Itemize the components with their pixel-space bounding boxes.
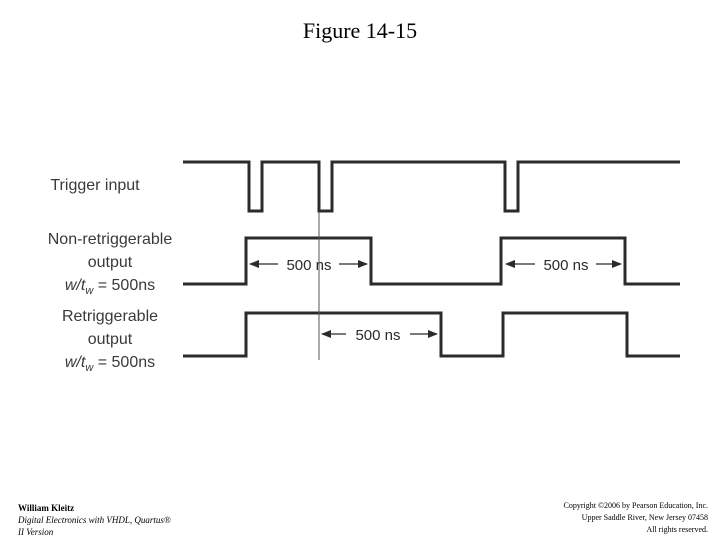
width-spec-subscript: w <box>85 362 94 375</box>
copyright-line2: Upper Saddle River, New Jersey 07458 <box>581 513 708 522</box>
nonretriggerable-line2: output <box>87 254 133 271</box>
nonretriggerable-label: Non-retriggerable output w/tw = 500ns <box>30 228 190 303</box>
figure-title: Figure 14-15 <box>302 18 418 43</box>
nonretriggerable-output-waveform <box>183 236 680 286</box>
book-title-line2: II Version <box>18 527 54 537</box>
retriggerable-output-waveform <box>183 311 680 358</box>
retriggerable-width-label: 500 ns <box>355 327 400 344</box>
retriggerable-label: Retriggerable output w/tw = 500ns <box>30 305 190 380</box>
width-spec-prefix: w/t <box>64 354 86 371</box>
trigger-input-label: Trigger input <box>30 174 160 197</box>
width-spec-prefix: w/t <box>64 277 86 294</box>
width-spec-subscript: w <box>85 285 94 298</box>
copyright-notice: Copyright ©2006 by Pearson Education, In… <box>564 500 709 536</box>
retriggerable-line2: output <box>87 331 133 348</box>
nonretriggerable-width-label: 500 ns <box>286 257 331 274</box>
copyright-line3: All rights reserved. <box>646 525 708 534</box>
book-title-line1: Digital Electronics with VHDL, Quartus® <box>18 515 171 525</box>
width-spec-value: = 500ns <box>93 277 156 294</box>
trigger-input-waveform <box>183 160 680 213</box>
copyright-line1: Copyright ©2006 by Pearson Education, In… <box>563 501 709 510</box>
author-name: William Kleitz <box>18 503 75 513</box>
trigger-input-text: Trigger input <box>50 177 140 194</box>
nonretriggerable-line1: Non-retriggerable <box>47 231 173 248</box>
second-pulse-width-label: 500 ns <box>543 257 588 274</box>
book-credit: William Kleitz Digital Electronics with … <box>18 502 171 538</box>
width-spec-value: = 500ns <box>93 354 156 371</box>
retriggerable-width-spec: w/tw = 500ns <box>30 351 190 380</box>
nonretriggerable-width-spec: w/tw = 500ns <box>30 274 190 303</box>
retriggerable-line1: Retriggerable <box>61 308 159 325</box>
